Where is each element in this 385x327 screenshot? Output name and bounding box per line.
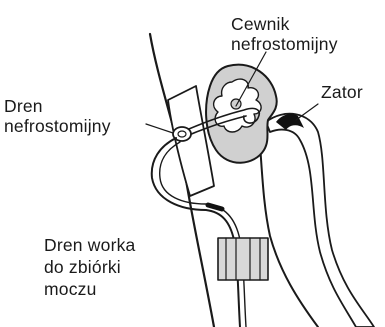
drain-label: Dren nefrostomijny [4,96,111,136]
catheter-label-line1: Cewnik [231,14,338,34]
drain-label-line2: nefrostomijny [4,116,111,136]
catheter-label-line2: nefrostomijny [231,34,338,54]
bag-tube-label-line1: Dren worka [44,234,135,256]
catheter-label: Cewnik nefrostomijny [231,14,338,54]
bag-tube-label: Dren worka do zbiórki moczu [44,234,135,300]
insertion-ring-inner [178,131,186,137]
blockage-label: Zator [321,82,363,102]
tube-connector [208,205,222,209]
bag-tube-label-line2: do zbiórki [44,256,135,278]
ureter-tube [266,114,374,327]
bag-tube-label-line3: moczu [44,278,135,300]
drain-label-line1: Dren [4,96,111,116]
